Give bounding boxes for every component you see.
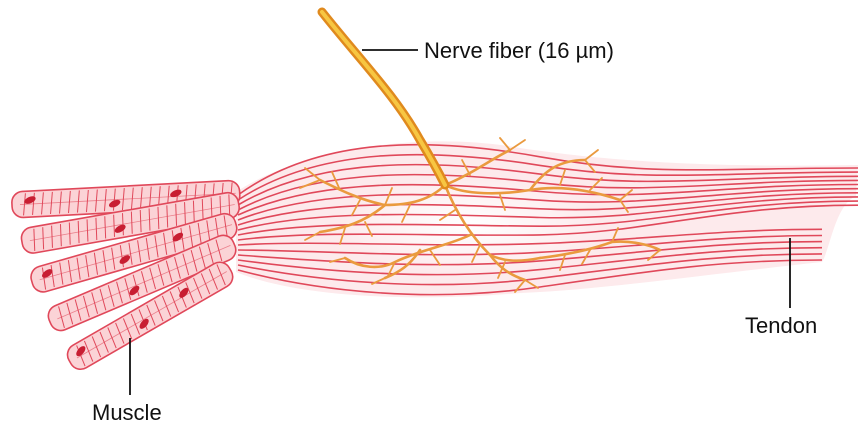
muscle-label: Muscle bbox=[92, 400, 162, 425]
muscle-fiber-bundle bbox=[11, 180, 241, 373]
tendon-body bbox=[236, 141, 858, 297]
tendon-label: Tendon bbox=[745, 313, 817, 338]
nerve-fiber-label: Nerve fiber (16 µm) bbox=[424, 38, 614, 63]
